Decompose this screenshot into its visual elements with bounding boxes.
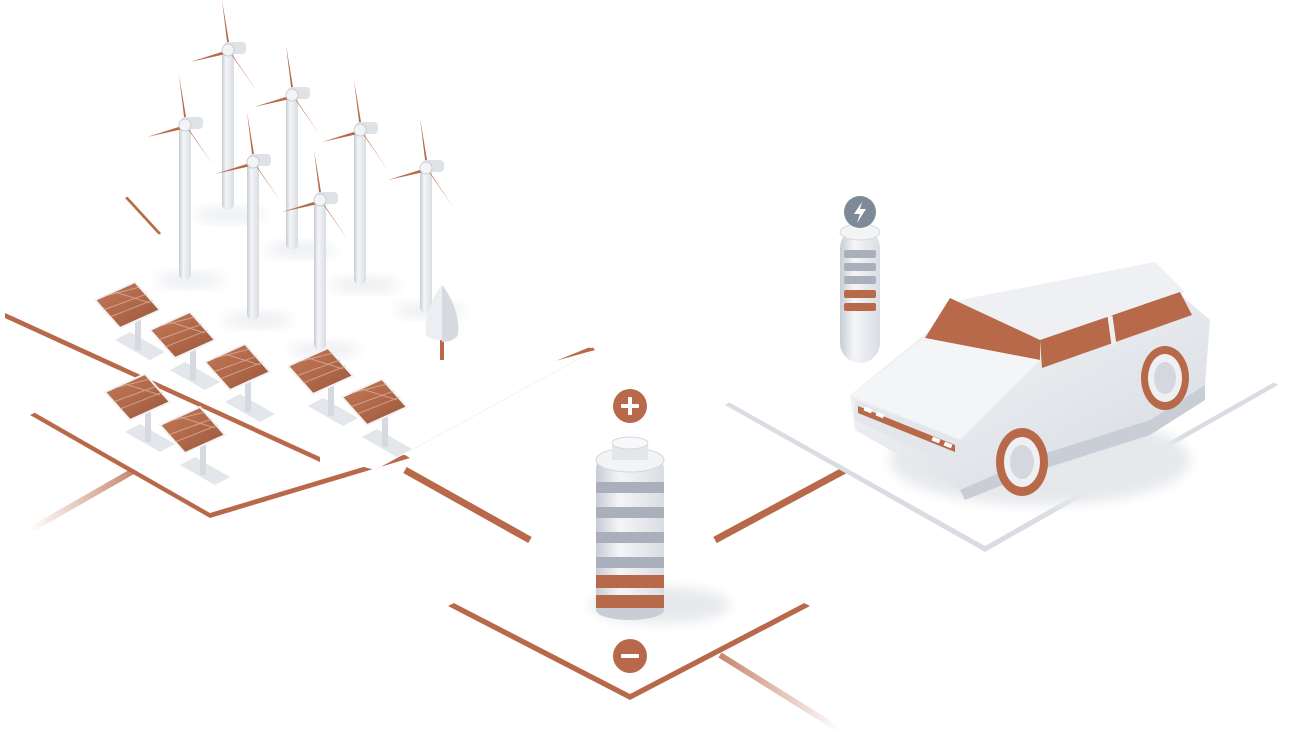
wind-turbine — [215, 112, 281, 320]
wheel — [1141, 346, 1189, 410]
renewables-platform — [5, 78, 595, 518]
wind-turbine — [388, 118, 454, 313]
wind-turbine — [254, 45, 320, 250]
solar-panel — [340, 377, 412, 457]
battery-charge-band — [596, 595, 664, 608]
line-storage-to-ev — [713, 466, 847, 544]
minus-icon — [613, 639, 647, 673]
charger-charge-band — [844, 303, 876, 311]
wind-turbines — [147, 0, 454, 350]
charging-post — [839, 223, 881, 363]
wind-turbine — [322, 80, 388, 285]
battery-charge-band — [596, 575, 664, 588]
side-window — [1040, 292, 1192, 368]
charger-charge-band — [844, 290, 876, 298]
solar-panel — [286, 346, 358, 426]
line-renewables-to-storage — [403, 466, 532, 544]
power-connections — [28, 466, 847, 733]
solar-panel — [148, 310, 220, 390]
solar-panel — [158, 405, 230, 485]
wind-turbine — [147, 75, 213, 280]
grid-line-left — [28, 467, 137, 533]
solar-panel — [203, 342, 275, 422]
plus-icon — [613, 389, 647, 423]
windshield — [925, 298, 1040, 360]
wheel — [996, 428, 1048, 496]
solar-panels — [93, 280, 412, 485]
lightning-bolt-icon — [844, 196, 876, 228]
wind-turbine — [282, 150, 348, 350]
tree-icon — [425, 285, 459, 360]
electric-car — [850, 262, 1210, 500]
battery — [595, 436, 665, 620]
solar-panel — [93, 280, 165, 360]
grid-line-bottom — [718, 652, 842, 733]
solar-panel — [103, 372, 175, 452]
